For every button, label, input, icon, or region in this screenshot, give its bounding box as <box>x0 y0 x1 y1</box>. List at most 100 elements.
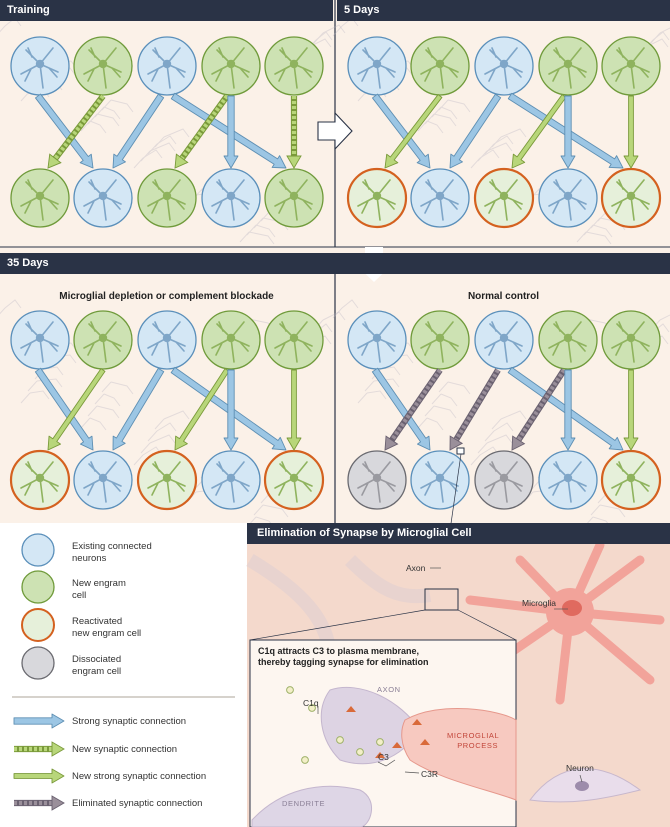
zoom-marker <box>456 447 465 455</box>
training-postsyn-cell-5 <box>264 168 324 228</box>
depletion-connection-2 <box>47 368 106 451</box>
header-synapse: Elimination of Synapse by Microglial Cel… <box>247 523 670 544</box>
c1q-molecule-3 <box>336 736 344 744</box>
legend-arrow-4 <box>14 795 65 811</box>
c1q-molecule-6 <box>301 756 309 764</box>
normal-postsyn-cell-4 <box>538 450 598 510</box>
c3-molecule-1 <box>375 752 385 758</box>
legend-arrow-2 <box>14 741 65 757</box>
5-days-postsyn-cell-4 <box>538 168 598 228</box>
normal-connection-7 <box>623 369 639 451</box>
training-presyn-cell-3 <box>137 36 197 96</box>
subtitle-normal: Normal control <box>467 291 540 302</box>
transition-arrow-right <box>317 111 353 151</box>
depletion-connection-7 <box>286 369 302 451</box>
depletion-postsyn-cell-5 <box>263 449 325 511</box>
normal-postsyn-cell-1 <box>347 450 407 510</box>
5-days-connection-6 <box>560 95 576 169</box>
5-days-connection-2 <box>384 94 443 169</box>
training-postsyn-cell-4 <box>201 168 261 228</box>
c1q-molecule-4 <box>356 748 364 756</box>
depletion-presyn-cell-4 <box>201 310 261 370</box>
normal-connection-3 <box>449 368 501 451</box>
label-neuron: Neuron <box>566 763 594 773</box>
depletion-connection-5 <box>174 368 230 451</box>
training-postsyn-cell-2 <box>73 168 133 228</box>
depletion-presyn-cell-3 <box>137 310 197 370</box>
header-training: Training <box>0 0 333 21</box>
c3-molecule-2 <box>392 742 402 748</box>
label-axon-caps: AXON <box>377 685 401 694</box>
background-network-depletion <box>0 299 346 530</box>
neuron-pointer <box>579 774 583 783</box>
depletion-connection-3 <box>112 367 165 451</box>
legend-label-new: New synaptic connection <box>72 744 178 755</box>
5-days-postsyn-cell-3 <box>473 167 535 229</box>
normal-presyn-cell-2 <box>410 310 470 370</box>
training-connection-1 <box>35 93 94 169</box>
legend-swatch-4 <box>21 646 55 680</box>
training-connection-2 <box>47 94 106 169</box>
header-35-days: 35 Days <box>0 253 670 274</box>
depletion-postsyn-cell-3 <box>136 449 198 511</box>
normal-presyn-cell-3 <box>474 310 534 370</box>
c3-molecule-4 <box>420 739 430 745</box>
training-postsyn-cell-1 <box>10 168 70 228</box>
legend-arrow-1 <box>13 713 65 729</box>
label-c3: C3 <box>378 752 389 762</box>
training-presyn-cell-5 <box>264 36 324 96</box>
microglia-cell <box>465 540 665 705</box>
5-days-presyn-cell-1 <box>347 36 407 96</box>
inset-zoom-box <box>424 588 459 611</box>
label-c1q: C1q <box>303 698 319 708</box>
legend-label-eliminated: Eliminated synaptic connection <box>72 798 203 809</box>
c3-molecule-5 <box>346 706 356 712</box>
c1q-molecule-1 <box>286 686 294 694</box>
header-5-days: 5 Days <box>337 0 670 21</box>
normal-postsyn-cell-3 <box>474 450 534 510</box>
5-days-postsyn-cell-2 <box>410 168 470 228</box>
depletion-presyn-cell-5 <box>264 310 324 370</box>
5-days-connection-3 <box>449 93 502 169</box>
normal-connection-1 <box>371 367 431 451</box>
dendrite <box>251 785 372 827</box>
legend-arrow-3 <box>13 768 65 784</box>
zoom-line-right <box>457 609 517 641</box>
legend-label-new-strong: New strong synaptic connection <box>72 771 207 782</box>
training-presyn-cell-2 <box>73 36 133 96</box>
c3-pointer <box>377 759 396 767</box>
5-days-postsyn-cell-5 <box>600 167 662 229</box>
5-days-presyn-cell-5 <box>601 36 661 96</box>
label-microglia: Microglia <box>522 598 557 608</box>
neuron-cell <box>529 768 642 803</box>
training-connection-7 <box>286 96 302 169</box>
5-days-postsyn-cell-1 <box>346 167 408 229</box>
training-connection-6 <box>223 95 239 169</box>
inset-title: C1q attracts C3 to plasma membrane,there… <box>258 646 429 667</box>
depletion-postsyn-cell-4 <box>201 450 261 510</box>
depletion-presyn-cell-1 <box>10 310 70 370</box>
5-days-connection-5 <box>511 94 567 169</box>
c1q-molecule-5 <box>376 738 384 746</box>
training-presyn-cell-1 <box>10 36 70 96</box>
normal-presyn-cell-4 <box>538 310 598 370</box>
microglial-process <box>401 708 517 801</box>
depletion-postsyn-cell-2 <box>73 450 133 510</box>
5-days-presyn-cell-3 <box>474 36 534 96</box>
label-axon: Axon <box>406 563 426 573</box>
5-days-presyn-cell-4 <box>538 36 598 96</box>
subtitle-depletion: Microglial depletion or complement block… <box>59 291 274 302</box>
legend-swatch-3 <box>21 608 55 642</box>
label-c3r: C3R <box>421 769 439 779</box>
training-connection-3 <box>112 93 165 169</box>
normal-connection-6 <box>560 369 576 451</box>
5-days-presyn-cell-2 <box>410 36 470 96</box>
label-dendrite-caps: DENDRITE <box>282 799 326 808</box>
c1q-molecule-2 <box>308 704 316 712</box>
